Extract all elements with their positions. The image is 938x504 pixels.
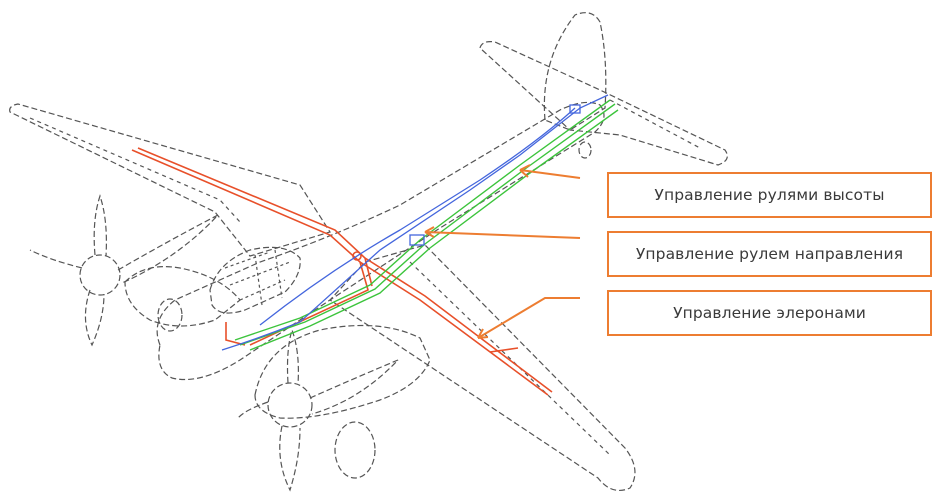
rudder-arrowhead bbox=[424, 226, 435, 238]
rudder-arrow bbox=[424, 231, 581, 239]
aileron-arrowhead bbox=[477, 328, 489, 339]
elevator-control-lines bbox=[234, 99, 619, 351]
elevator-arrowhead bbox=[519, 164, 531, 178]
left-engine-nacelle bbox=[124, 266, 241, 327]
callout-arrows bbox=[424, 164, 581, 339]
rudder-callout-label: Управление рулем направления bbox=[635, 245, 904, 263]
left-propeller bbox=[29, 194, 219, 347]
left-main-wheel bbox=[157, 298, 183, 332]
rudder-control-lines bbox=[221, 94, 609, 351]
elevator-arrow bbox=[519, 169, 581, 179]
right-propeller-hub bbox=[267, 382, 313, 428]
right-wing bbox=[329, 244, 636, 491]
canopy bbox=[209, 246, 301, 314]
aileron-arrow bbox=[477, 297, 580, 339]
right-engine-nacelle bbox=[254, 324, 431, 419]
elevator-callout-box: Управление рулями высоты bbox=[607, 172, 932, 218]
horizontal-stabilizer bbox=[479, 41, 728, 166]
left-wing bbox=[9, 103, 331, 257]
right-propeller bbox=[237, 328, 399, 492]
tail-wheel bbox=[578, 141, 592, 159]
aileron-callout-box: Управление элеронами bbox=[607, 290, 932, 336]
rudder-callout-box: Управление рулем направления bbox=[607, 231, 932, 277]
left-propeller-hub bbox=[79, 254, 121, 296]
elevator-callout-label: Управление рулями высоты bbox=[654, 186, 885, 204]
aileron-callout-label: Управление элеронами bbox=[673, 304, 866, 322]
airframe-outline bbox=[9, 12, 728, 492]
fuselage bbox=[156, 101, 605, 381]
vertical-fin bbox=[543, 12, 607, 131]
right-main-wheel bbox=[334, 421, 376, 479]
